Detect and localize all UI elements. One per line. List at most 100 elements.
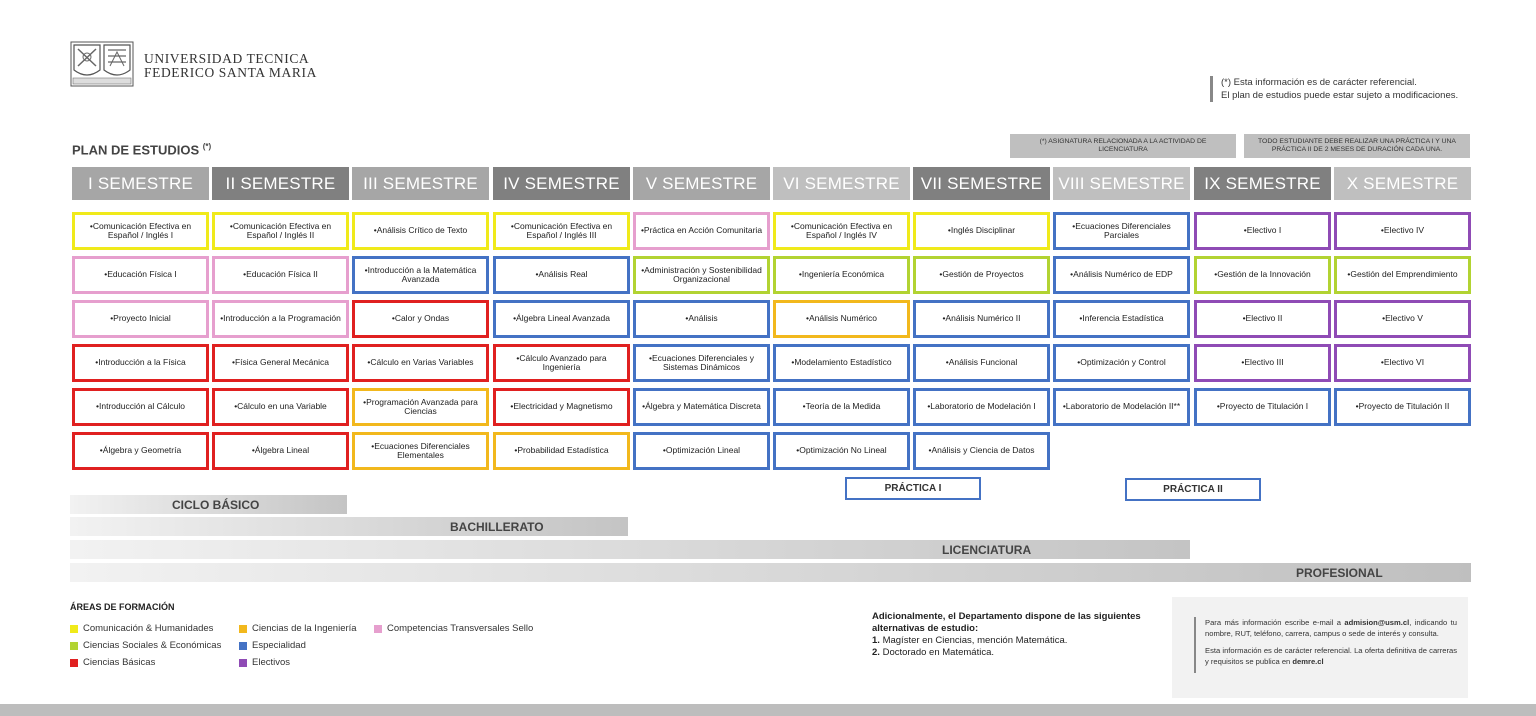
legend-item-sociales: Ciencias Sociales & Económicas [70,640,221,651]
course-box: •Modelamiento Estadístico [773,344,910,382]
additional-item-1: 1. Magíster en Ciencias, mención Matemát… [872,635,1162,647]
contact-info: Para más información escribe e-mail a ad… [1194,617,1457,673]
semester-header-8: VIII SEMESTRE [1053,167,1190,200]
course-box: •Electivo I [1194,212,1331,250]
contact-info-box: Para más información escribe e-mail a ad… [1172,597,1468,698]
plan-title-text: PLAN DE ESTUDIOS [72,142,200,158]
contact-paragraph: Para más información escribe e-mail a ad… [1205,617,1457,639]
course-box: •Administración y Sostenibilidad Organiz… [633,256,770,294]
semester-header-3: III SEMESTRE [352,167,489,200]
legend-item-especialidad: Especialidad [239,640,306,651]
course-box: •Optimización Lineal [633,432,770,470]
email-link[interactable]: admision@usm.cl [1344,618,1410,627]
semester-header-7: VII SEMESTRE [913,167,1050,200]
profesional-bar: PROFESIONAL [70,563,1471,582]
course-box: •Electivo II [1194,300,1331,338]
practica-note: TODO ESTUDIANTE DEBE REALIZAR UNA PRÁCTI… [1244,134,1470,158]
legend-swatch [239,624,247,633]
university-name-line1: UNIVERSIDAD TECNICA [144,51,310,66]
semester-header-10: X SEMESTRE [1334,167,1471,200]
demre-link[interactable]: demre.cl [1292,657,1324,666]
profesional-label: PROFESIONAL [1296,565,1383,580]
semester-header-1: I SEMESTRE [72,167,209,200]
legend-item-electivos: Electivos [239,657,290,668]
plan-title: PLAN DE ESTUDIOS (*) [72,142,211,157]
contact-text-a: Para más información escribe e-mail a [1205,618,1345,627]
course-box: •Análisis y Ciencia de Datos [913,432,1050,470]
course-box: •Inglés Disciplinar [913,212,1050,250]
course-box: •Análisis Funcional [913,344,1050,382]
legend-label: Comunicación & Humanidades [83,623,214,634]
course-box: •Electivo VI [1334,344,1471,382]
contact-text-b: , indicando tu nombre, RUT, teléfono, ca… [1205,618,1457,638]
legend-swatch [70,658,78,667]
additional-alternatives: Adicionalmente, el Departamento dispone … [872,611,1162,659]
university-name-line2: FEDERICO SANTA MARIA [144,65,317,80]
course-box: •Inferencia Estadística [1053,300,1190,338]
ciclo-basico-bar: CICLO BÁSICO [70,495,347,514]
bachillerato-label: BACHILLERATO [450,519,544,534]
university-name: UNIVERSIDAD TECNICA FEDERICO SANTA MARIA [144,52,317,80]
course-box: •Cálculo Avanzado para Ingeniería [493,344,630,382]
areas-title: ÁREAS DE FORMACIÓN [70,602,175,612]
course-box: •Introducción al Cálculo [72,388,209,426]
course-box: •Teoría de la Medida [773,388,910,426]
course-box: •Ecuaciones Diferenciales Parciales [1053,212,1190,250]
course-box: •Cálculo en Varias Variables [352,344,489,382]
course-box: •Física General Mecánica [212,344,349,382]
course-box: •Probabilidad Estadística [493,432,630,470]
course-box: •Laboratorio de Modelación I [913,388,1050,426]
course-box: •Proyecto Inicial [72,300,209,338]
course-box: •Optimización No Lineal [773,432,910,470]
legend-label: Ciencias Básicas [83,657,156,668]
course-box: •Electivo V [1334,300,1471,338]
plan-title-mark: (*) [202,142,212,151]
legend-item-basicas: Ciencias Básicas [70,657,155,668]
legend-item-comunicacion: Comunicación & Humanidades [70,623,213,634]
course-box: •Laboratorio de Modelación II** [1053,388,1190,426]
course-box: •Análisis Numérico [773,300,910,338]
course-box: •Comunicación Efectiva en Español / Ingl… [493,212,630,250]
course-box: •Introducción a la Programación [212,300,349,338]
course-box: •Calor y Ondas [352,300,489,338]
legend-label: Ciencias Sociales & Económicas [83,640,222,651]
semester-header-4: IV SEMESTRE [493,167,630,200]
course-box: •Análisis Real [493,256,630,294]
course-box: •Álgebra y Geometría [72,432,209,470]
legend-swatch [70,624,78,633]
course-box: •Ecuaciones Diferenciales y Sistemas Din… [633,344,770,382]
additional-item-1-num: 1. [872,635,880,646]
legend-swatch [374,624,382,633]
legend-item-ingenieria: Ciencias de la Ingeniería [239,623,357,634]
semester-header-5: V SEMESTRE [633,167,770,200]
course-box: •Introducción a la Matemática Avanzada [352,256,489,294]
semester-header-6: VI SEMESTRE [773,167,910,200]
course-box: •Electricidad y Magnetismo [493,388,630,426]
course-box: •Programación Avanzada para Ciencias [352,388,489,426]
course-box: •Álgebra Lineal [212,432,349,470]
additional-item-2-text: Doctorado en Matemática. [882,647,994,658]
legend-swatch [239,641,247,650]
course-box: •Análisis [633,300,770,338]
course-box: •Gestión de la Innovación [1194,256,1331,294]
course-box: •Proyecto de Titulación II [1334,388,1471,426]
course-box: •Electivo III [1194,344,1331,382]
referential-paragraph: Esta información es de carácter referenc… [1205,645,1457,667]
course-box: •Análisis Numérico II [913,300,1050,338]
practica-2-box: PRÁCTICA II [1125,478,1261,501]
legend-label: Electivos [252,657,291,668]
course-box: •Álgebra y Matemática Discreta [633,388,770,426]
additional-title: Adicionalmente, el Departamento dispone … [872,611,1141,634]
semester-header-2: II SEMESTRE [212,167,349,200]
licenciatura-bar: LICENCIATURA [70,540,1190,559]
additional-item-1-text: Magíster en Ciencias, mención Matemática… [882,635,1068,646]
course-box: •Análisis Numérico de EDP [1053,256,1190,294]
ciclo-basico-label: CICLO BÁSICO [172,497,260,512]
course-box: •Ingeniería Económica [773,256,910,294]
course-box: •Cálculo en una Variable [212,388,349,426]
course-box: •Gestión de Proyectos [913,256,1050,294]
course-box: •Electivo IV [1334,212,1471,250]
course-box: •Optimización y Control [1053,344,1190,382]
legend-swatch [70,641,78,650]
legend-item-transversales: Competencias Transversales Sello [374,623,533,634]
